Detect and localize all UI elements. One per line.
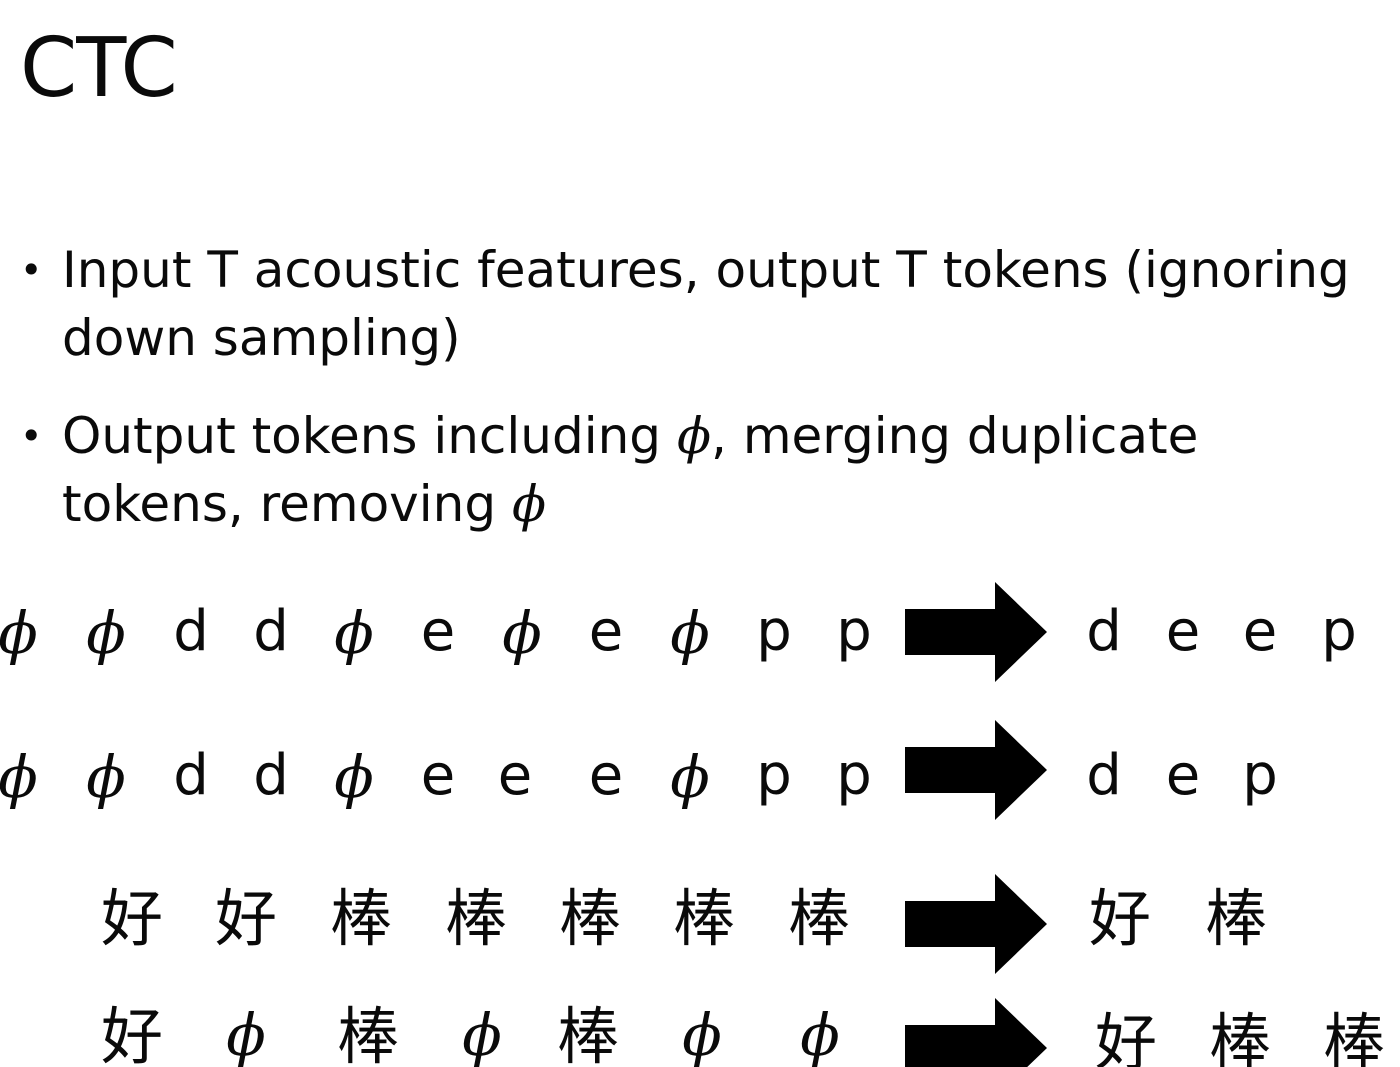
output-token: p: [1321, 599, 1357, 664]
bullet-1: • Input T acoustic features, output T to…: [20, 236, 1350, 372]
token: 棒: [787, 882, 851, 955]
token-blank: ϕ: [670, 743, 710, 811]
bullet-2-text: tokens, removing: [62, 475, 512, 533]
token-blank: ϕ: [682, 1001, 722, 1067]
output-token: e: [1242, 599, 1278, 664]
token: d: [253, 599, 289, 664]
slide-title: CTC: [20, 21, 178, 116]
right-arrow-icon: [905, 998, 1047, 1067]
token: p: [756, 599, 792, 664]
bullet-dot-icon: •: [20, 248, 43, 292]
output-token: 好: [1088, 882, 1152, 955]
right-arrow-icon: [905, 582, 1047, 682]
token-blank: ϕ: [86, 743, 126, 811]
bullet-2-text: , merging duplicate: [711, 407, 1199, 465]
token-blank: ϕ: [670, 599, 710, 667]
token-blank: ϕ: [334, 599, 374, 667]
token-blank: ϕ: [334, 743, 374, 811]
right-arrow-icon: [905, 720, 1047, 820]
token: e: [497, 743, 533, 808]
token: p: [756, 743, 792, 808]
token: 好: [100, 882, 164, 955]
token: 棒: [558, 882, 622, 955]
token: 好: [100, 1000, 164, 1067]
bullet-2-line-2: tokens, removing ϕ: [62, 470, 1198, 538]
token: e: [588, 599, 624, 664]
token: 棒: [336, 1000, 400, 1067]
token: d: [173, 743, 209, 808]
right-arrow-icon: [905, 874, 1047, 974]
bullet-dot-icon: •: [20, 414, 43, 458]
output-token: 好: [1094, 1006, 1158, 1067]
token: 棒: [329, 882, 393, 955]
token: e: [420, 743, 456, 808]
token-blank: ϕ: [0, 599, 38, 667]
token-blank: ϕ: [226, 1001, 266, 1067]
bullet-1-line-1: Input T acoustic features, output T toke…: [62, 241, 1350, 299]
token: p: [836, 599, 872, 664]
token-blank: ϕ: [502, 599, 542, 667]
output-token: p: [1242, 743, 1278, 808]
token: e: [420, 599, 456, 664]
phi-symbol: ϕ: [511, 475, 547, 533]
token: p: [836, 743, 872, 808]
output-token: 棒: [1322, 1006, 1386, 1067]
token: 棒: [672, 882, 736, 955]
token: 棒: [444, 882, 508, 955]
token-blank: ϕ: [462, 1001, 502, 1067]
token-blank: ϕ: [86, 599, 126, 667]
token: d: [253, 743, 289, 808]
output-token: e: [1165, 743, 1201, 808]
output-token: 棒: [1204, 882, 1268, 955]
token: 好: [214, 882, 278, 955]
output-token: d: [1086, 599, 1122, 664]
bullet-2: • Output tokens including ϕ, merging dup…: [20, 402, 1198, 538]
bullet-1-line-2: down sampling): [62, 309, 461, 367]
bullet-2-text: Output tokens including: [62, 407, 677, 465]
output-token: d: [1086, 743, 1122, 808]
phi-symbol: ϕ: [676, 407, 712, 465]
output-token: 棒: [1208, 1006, 1272, 1067]
token-blank: ϕ: [0, 743, 38, 811]
token: d: [173, 599, 209, 664]
bullet-2-line-1: Output tokens including ϕ, merging dupli…: [62, 402, 1198, 470]
token: 棒: [556, 1000, 620, 1067]
token-blank: ϕ: [800, 1001, 840, 1067]
token: e: [588, 743, 624, 808]
output-token: e: [1165, 599, 1201, 664]
